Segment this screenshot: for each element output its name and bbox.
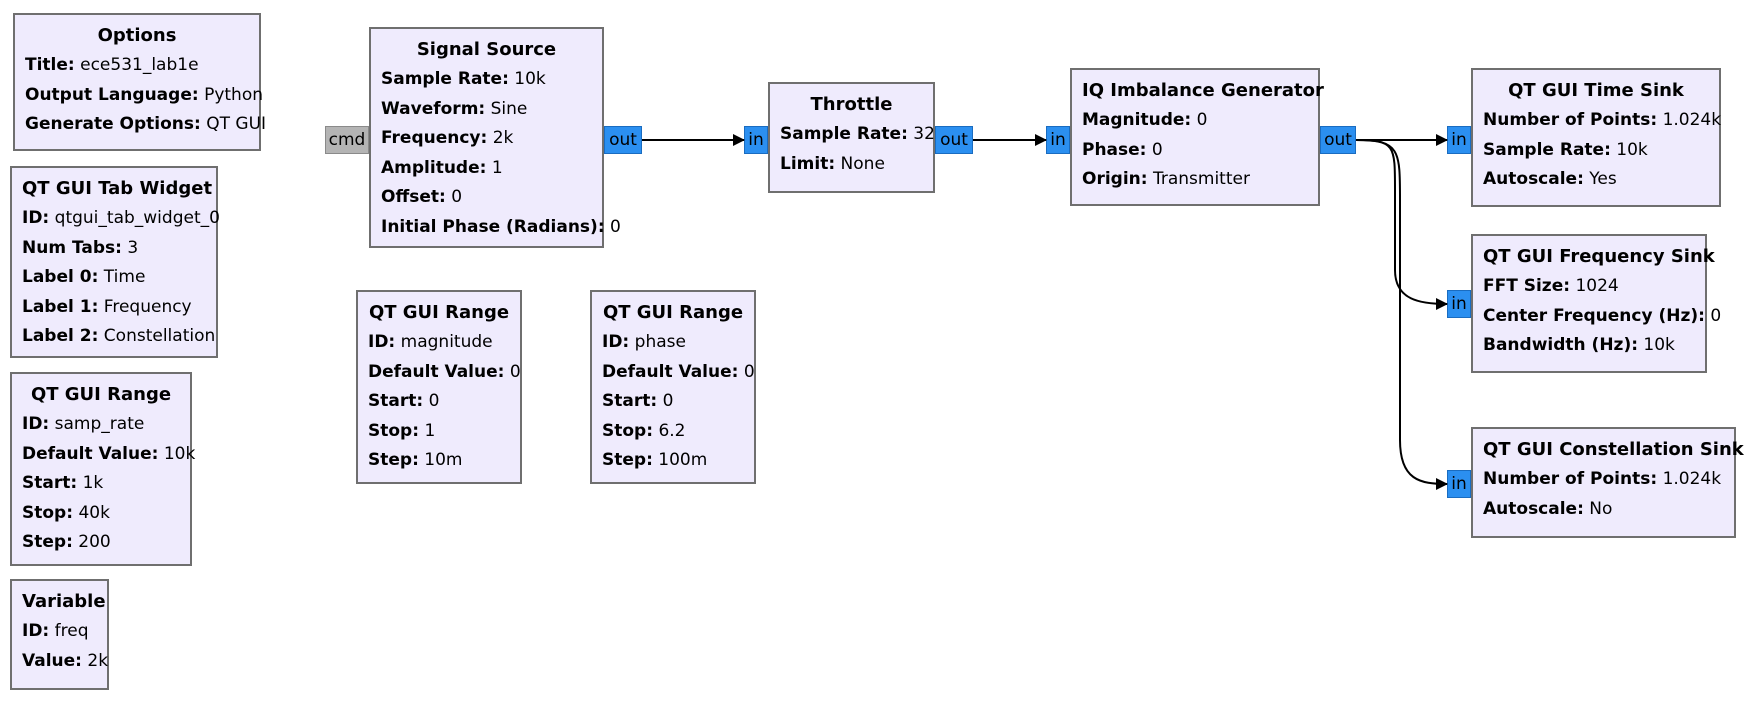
wire-iq-imbalance-to-constellation-sink bbox=[1355, 139, 1448, 490]
qt-gui-range-samp-rate-block[interactable]: QT GUI Range ID: samp_rate Default Value… bbox=[10, 372, 196, 566]
param-generate-options: Generate Options: QT GUI bbox=[25, 114, 267, 134]
param-autoscale: Autoscale: Yes bbox=[1483, 169, 1617, 189]
throttle-block[interactable]: Throttle Sample Rate: 32k Limit: None bbox=[768, 82, 945, 193]
throttle-in-port[interactable]: in bbox=[744, 126, 768, 154]
param-start: Start: 0 bbox=[368, 391, 440, 411]
param-magnitude: Magnitude: 0 bbox=[1082, 110, 1208, 130]
throttle-out-port[interactable]: out bbox=[935, 126, 973, 154]
block-title: QT GUI Tab Widget bbox=[22, 178, 213, 199]
param-initial-phase: Initial Phase (Radians): 0 bbox=[381, 216, 621, 237]
param-fft-size: FFT Size: 1024 bbox=[1483, 276, 1619, 296]
qt-gui-range-phase-block[interactable]: QT GUI Range ID: phase Default Value: 0 … bbox=[590, 290, 756, 484]
block-title: QT GUI Constellation Sink bbox=[1483, 439, 1744, 460]
iq-imbalance-out-port[interactable]: out bbox=[1320, 126, 1356, 154]
param-id: ID: qtgui_tab_widget_0 bbox=[22, 208, 220, 228]
param-step: Step: 10m bbox=[368, 450, 463, 470]
param-sample-rate: Sample Rate: 10k bbox=[1483, 139, 1648, 160]
block-title: Variable bbox=[22, 591, 106, 612]
variable-freq-block[interactable]: Variable ID: freq Value: 2k bbox=[10, 579, 109, 690]
block-title: QT GUI Range bbox=[602, 302, 744, 323]
signal-source-cmd-port[interactable]: cmd bbox=[325, 126, 369, 154]
wire-iq-imbalance-to-frequency-sink bbox=[1355, 139, 1448, 310]
param-bandwidth: Bandwidth (Hz): 10k bbox=[1483, 335, 1675, 355]
param-default-value: Default Value: 10k bbox=[22, 443, 196, 464]
param-label-2: Label 2: Constellation bbox=[22, 326, 216, 346]
block-title: QT GUI Range bbox=[368, 302, 510, 323]
param-num-tabs: Num Tabs: 3 bbox=[22, 237, 139, 258]
param-value: Value: 2k bbox=[22, 650, 109, 671]
param-id: ID: magnitude bbox=[368, 332, 493, 352]
block-title: Signal Source bbox=[416, 39, 557, 60]
iq-imbalance-generator-block[interactable]: IQ Imbalance Generator Magnitude: 0 Phas… bbox=[1070, 68, 1324, 206]
iq-imbalance-in-port[interactable]: in bbox=[1046, 126, 1070, 154]
param-number-of-points: Number of Points: 1.024k bbox=[1483, 110, 1722, 130]
param-autoscale: Autoscale: No bbox=[1483, 498, 1613, 519]
param-output-language: Output Language: Python bbox=[25, 84, 263, 105]
block-title: Options bbox=[97, 25, 177, 46]
qt-gui-constellation-sink-block[interactable]: QT GUI Constellation Sink Number of Poin… bbox=[1471, 427, 1744, 538]
param-frequency: Frequency: 2k bbox=[381, 128, 514, 148]
param-stop: Stop: 6.2 bbox=[602, 420, 686, 441]
param-sample-rate: Sample Rate: 10k bbox=[381, 69, 546, 89]
param-start: Start: 1k bbox=[22, 473, 104, 493]
param-center-frequency: Center Frequency (Hz): 0 bbox=[1483, 305, 1722, 326]
block-title: QT GUI Time Sink bbox=[1508, 80, 1684, 101]
frequency-sink-in-port[interactable]: in bbox=[1447, 290, 1471, 318]
signal-source-out-port[interactable]: out bbox=[604, 126, 642, 154]
param-sample-rate: Sample Rate: 32k bbox=[780, 124, 945, 144]
qt-gui-time-sink-block[interactable]: QT GUI Time Sink Number of Points: 1.024… bbox=[1471, 68, 1721, 207]
param-limit: Limit: None bbox=[780, 153, 885, 174]
block-title: IQ Imbalance Generator bbox=[1082, 80, 1324, 101]
param-id: ID: samp_rate bbox=[22, 414, 145, 434]
param-default-value: Default Value: 0 bbox=[602, 361, 755, 382]
param-origin: Origin: Transmitter bbox=[1082, 169, 1250, 189]
param-start: Start: 0 bbox=[602, 391, 674, 411]
param-label-0: Label 0: Time bbox=[22, 267, 146, 287]
time-sink-in-port[interactable]: in bbox=[1447, 126, 1471, 154]
param-title: Title: ece531_lab1e bbox=[25, 55, 199, 75]
param-step: Step: 100m bbox=[602, 450, 708, 470]
param-step: Step: 200 bbox=[22, 532, 111, 552]
qt-gui-frequency-sink-block[interactable]: QT GUI Frequency Sink FFT Size: 1024 Cen… bbox=[1471, 234, 1722, 373]
block-title: Throttle bbox=[810, 94, 893, 115]
qt-gui-range-magnitude-block[interactable]: QT GUI Range ID: magnitude Default Value… bbox=[356, 290, 522, 484]
block-title: QT GUI Frequency Sink bbox=[1483, 246, 1715, 267]
qt-gui-tab-widget-block[interactable]: QT GUI Tab Widget ID: qtgui_tab_widget_0… bbox=[10, 166, 220, 358]
param-offset: Offset: 0 bbox=[381, 187, 463, 207]
options-block[interactable]: Options Title: ece531_lab1e Output Langu… bbox=[13, 13, 267, 151]
param-id: ID: phase bbox=[602, 332, 686, 352]
signal-source-block[interactable]: Signal Source Sample Rate: 10k Waveform:… bbox=[369, 27, 621, 248]
param-phase: Phase: 0 bbox=[1082, 139, 1163, 160]
param-stop: Stop: 1 bbox=[368, 420, 436, 441]
block-title: QT GUI Range bbox=[30, 384, 172, 405]
param-number-of-points: Number of Points: 1.024k bbox=[1483, 469, 1722, 489]
constellation-sink-in-port[interactable]: in bbox=[1447, 470, 1471, 498]
param-default-value: Default Value: 0 bbox=[368, 361, 521, 382]
param-amplitude: Amplitude: 1 bbox=[381, 157, 503, 178]
param-waveform: Waveform: Sine bbox=[381, 98, 528, 119]
param-stop: Stop: 40k bbox=[22, 502, 110, 523]
param-id: ID: freq bbox=[22, 621, 89, 641]
param-label-1: Label 1: Frequency bbox=[22, 296, 192, 317]
